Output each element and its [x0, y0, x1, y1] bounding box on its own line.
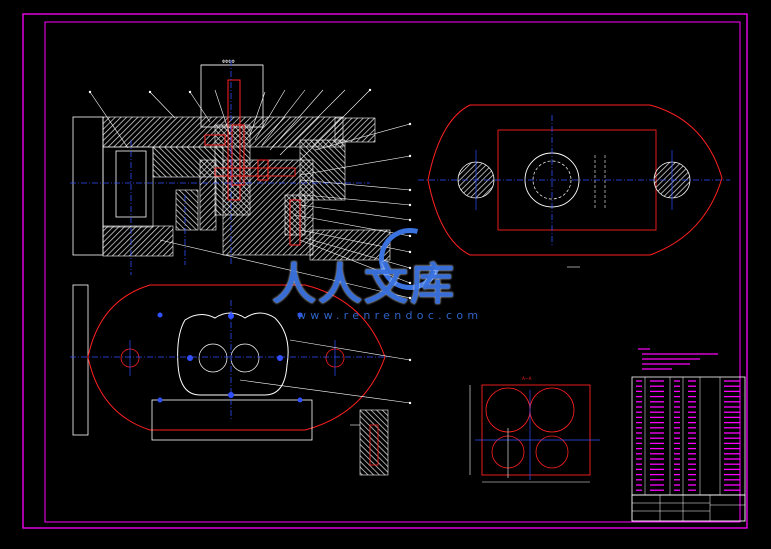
top-right-plan-view [418, 104, 730, 268]
parts-list-table [631, 376, 746, 496]
detail-view-small [350, 409, 389, 476]
watermark-brand-text: 人人文库 [272, 259, 456, 310]
bottom-left-plan-view [70, 284, 412, 441]
part-detail-view: A—A [469, 376, 600, 483]
watermark-url-text: www.renrendoc.com [297, 309, 483, 322]
svg-text:A—A: A—A [522, 376, 532, 381]
inner-border [44, 21, 741, 523]
technical-notes [638, 348, 718, 370]
svg-text:ΦΦΦΦ: ΦΦΦΦ [222, 59, 235, 64]
title-block [631, 494, 746, 522]
main-section-view: ΦΦΦΦ [70, 59, 412, 300]
outer-border [22, 13, 748, 529]
